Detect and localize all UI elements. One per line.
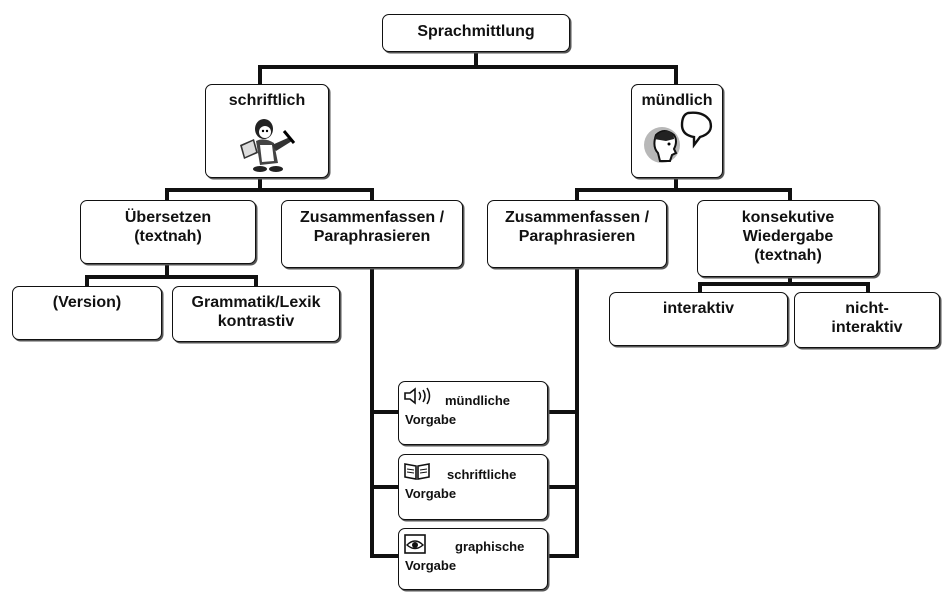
eye-icon xyxy=(404,534,426,554)
speaking-person-icon xyxy=(644,111,713,163)
oral-summarize-node: Zusammenfassen / Paraphrasieren xyxy=(487,200,667,268)
input-node-written: schriftliche Vorgabe xyxy=(398,454,548,520)
input-node-oral: mündliche Vorgabe xyxy=(398,381,548,445)
written-branch-label: schriftlich xyxy=(228,92,306,109)
interactive-node: interaktiv xyxy=(609,292,788,346)
noninteractive-node: nicht- interaktiv xyxy=(794,292,940,348)
oral-summarize-label: Zusammenfassen / Paraphrasieren xyxy=(504,209,650,245)
translate-label: Übersetzen (textnah) xyxy=(124,209,212,245)
writing-person-icon xyxy=(240,119,296,172)
input-written-sub: Vorgabe xyxy=(405,486,457,501)
translate-node: Übersetzen (textnah) xyxy=(80,200,256,264)
speaker-icon xyxy=(404,387,431,405)
consecutive-label: konsekutive Wiedergabe (textnah) xyxy=(741,209,835,264)
interactive-label: interaktiv xyxy=(662,300,735,317)
grammar-node: Grammatik/Lexik kontrastiv xyxy=(172,286,340,342)
input-oral-sub: Vorgabe xyxy=(405,412,457,427)
written-branch-node: schriftlich xyxy=(205,84,329,178)
written-summarize-label: Zusammenfassen / Paraphrasieren xyxy=(299,209,445,245)
oral-branch-label: mündlich xyxy=(641,92,713,109)
version-label: (Version) xyxy=(52,294,122,311)
input-graphic-title: graphische xyxy=(455,539,525,554)
version-node: (Version) xyxy=(12,286,162,340)
noninteractive-label: nicht- interaktiv xyxy=(831,300,903,336)
input-oral-title: mündliche xyxy=(445,393,511,408)
grammar-label: Grammatik/Lexik kontrastiv xyxy=(191,294,321,330)
input-written-title: schriftliche xyxy=(447,467,517,482)
input-node-graphic: graphische Vorgabe xyxy=(398,528,548,590)
oral-branch-node: mündlich xyxy=(631,84,723,178)
root-node: Sprachmittlung xyxy=(382,14,570,52)
book-icon xyxy=(404,463,430,480)
consecutive-node: konsekutive Wiedergabe (textnah) xyxy=(697,200,879,277)
input-graphic-sub: Vorgabe xyxy=(405,558,457,573)
root-label: Sprachmittlung xyxy=(417,23,535,40)
written-summarize-node: Zusammenfassen / Paraphrasieren xyxy=(281,200,463,268)
